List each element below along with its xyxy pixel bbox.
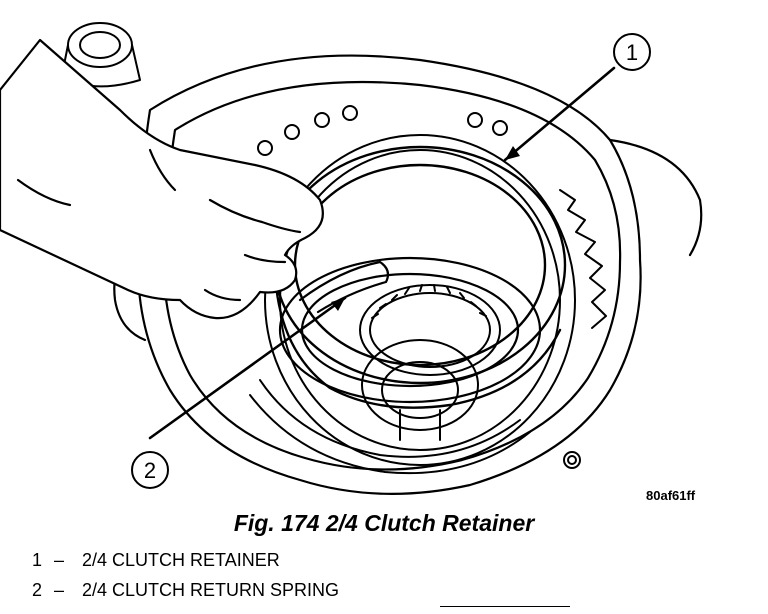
leader-lines [148,66,616,440]
clutch-retainer [273,145,567,409]
callout-1 [613,33,651,71]
legend-number: 2 [32,580,43,600]
technician-hand [0,38,324,320]
figure-code: 80af61ff [646,488,696,503]
figure-caption: Fig. 174 2/4 Clutch Retainer [233,510,535,536]
legend-dash: – [54,550,65,570]
legend-number: 1 [32,550,43,570]
legend-text: 2/4 CLUTCH RETURN SPRING [82,580,340,600]
legend-item: 1–2/4 CLUTCH RETAINER [32,550,280,571]
callout-2-number: 2 [144,458,156,483]
footer-rule [440,606,570,607]
callout-1-number: 1 [626,40,638,65]
legend-item: 2–2/4 CLUTCH RETURN SPRING [32,580,339,601]
clutch-retainer-illustration: 1 2 [0,22,703,495]
inner-gear-hub [359,284,501,441]
case-fitting [61,22,141,88]
bolt-holes [257,105,581,469]
clutch-pack [249,134,607,475]
callout-2 [131,451,169,489]
transmission-case [113,54,703,495]
legend-text: 2/4 CLUTCH RETAINER [82,550,280,570]
legend-dash: – [54,580,65,600]
